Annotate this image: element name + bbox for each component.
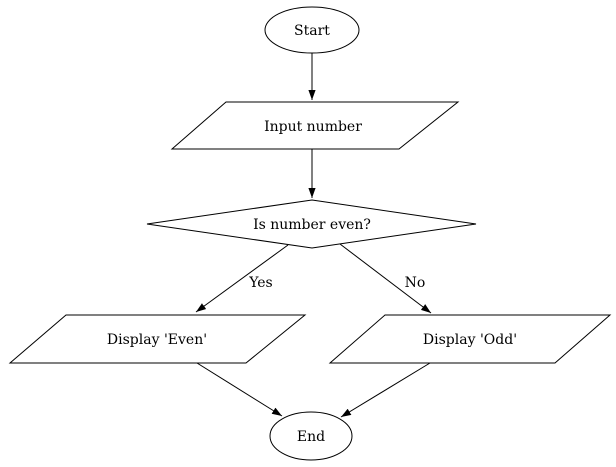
edge-label-yes: Yes [248, 275, 273, 291]
edge-decision-yes [195, 244, 289, 313]
end-label: End [297, 429, 325, 445]
edge-even-to-end [196, 362, 283, 417]
edge-group [195, 53, 432, 418]
end-ellipse-shape [269, 411, 353, 461]
start-ellipse-shape [264, 6, 360, 54]
input-label: Input number [264, 119, 362, 135]
edge-odd-to-end [340, 362, 431, 418]
display-even-parallelogram-shape [8, 314, 307, 364]
display-odd-label: Display 'Odd' [423, 332, 517, 348]
node-end: End [269, 411, 353, 461]
start-label: Start [294, 23, 330, 39]
node-start: Start [264, 6, 360, 54]
node-display-odd: Display 'Odd' [328, 314, 612, 364]
decision-diamond-shape [146, 199, 477, 249]
node-display-even: Display 'Even' [8, 314, 307, 364]
display-even-label: Display 'Even' [107, 332, 207, 348]
node-decision: Is number even? [146, 199, 477, 249]
edge-decision-no [339, 243, 432, 314]
node-input: Input number [170, 101, 460, 150]
edge-label-no: No [405, 275, 426, 291]
input-parallelogram-shape [170, 101, 460, 150]
display-odd-parallelogram-shape [328, 314, 612, 364]
decision-label: Is number even? [253, 217, 371, 233]
